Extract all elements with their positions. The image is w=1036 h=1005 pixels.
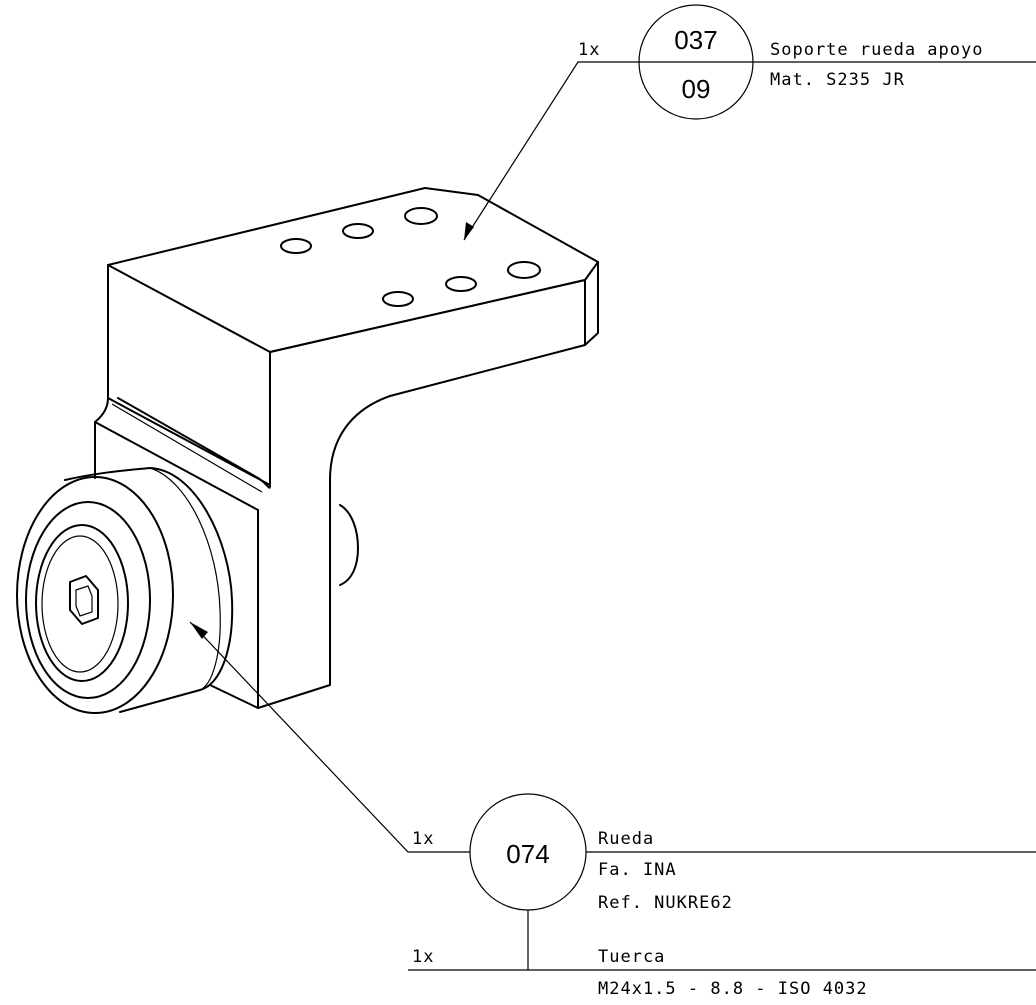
part-illustration	[16, 187, 599, 714]
part-number-top: 037	[674, 25, 717, 55]
bracket-front-face	[269, 279, 586, 397]
material-top: Mat. S235 JR	[770, 70, 905, 90]
callout-bottom: 1x 074 Rueda Fa. INA Ref. NUKRE62	[189, 621, 1036, 913]
leader-arrow-bottom	[190, 622, 208, 639]
spec-nut: M24x1.5 - 8.8 - ISO 4032	[598, 979, 868, 999]
wheel-hub-ring	[41, 535, 119, 673]
maker-bottom: Fa. INA	[598, 860, 677, 880]
hole-3	[404, 207, 438, 225]
bracket-leg	[257, 395, 391, 709]
hex-socket-icon	[69, 575, 99, 625]
bracket-top-face	[107, 187, 599, 353]
hole-6	[507, 261, 541, 279]
leader-arrow-top	[464, 222, 474, 240]
wheel-cylinder	[64, 467, 234, 713]
callout-top: 1x 037 09 Soporte rueda apoyo Mat. S235 …	[463, 4, 1036, 241]
bracket-left-face	[107, 264, 271, 486]
groove-line	[111, 403, 263, 493]
bracket-lower-bottom	[209, 684, 259, 709]
wheel-face-inner	[25, 501, 151, 699]
wheel-face-outer	[16, 476, 174, 714]
hole-5	[445, 276, 477, 292]
callout-nut: 1x Tuerca M24x1.5 - 8.8 - ISO 4032	[408, 910, 1036, 999]
sub-number-top: 09	[682, 74, 711, 104]
part-name-nut: Tuerca	[598, 947, 665, 967]
part-name-top: Soporte rueda apoyo	[770, 40, 983, 60]
hole-1	[280, 238, 312, 254]
part-name-bottom: Rueda	[598, 829, 654, 849]
mounting-holes	[280, 207, 541, 307]
part-number-bottom: 074	[506, 839, 549, 869]
reference-bottom: Ref. NUKRE62	[598, 893, 733, 913]
hole-2	[342, 223, 374, 239]
qty-bottom: 1x	[412, 829, 434, 849]
wheel	[16, 467, 234, 714]
wheel-hub	[35, 524, 129, 682]
hole-4	[382, 291, 414, 307]
leader-line-bottom	[189, 621, 470, 853]
qty-top: 1x	[578, 40, 600, 60]
wheel-cylinder-edge	[149, 467, 221, 691]
nut-back	[339, 504, 359, 586]
bracket-chamfer	[584, 261, 599, 346]
leader-line-top	[463, 61, 640, 241]
qty-nut: 1x	[412, 947, 434, 967]
bracket-lower-block	[94, 397, 271, 511]
